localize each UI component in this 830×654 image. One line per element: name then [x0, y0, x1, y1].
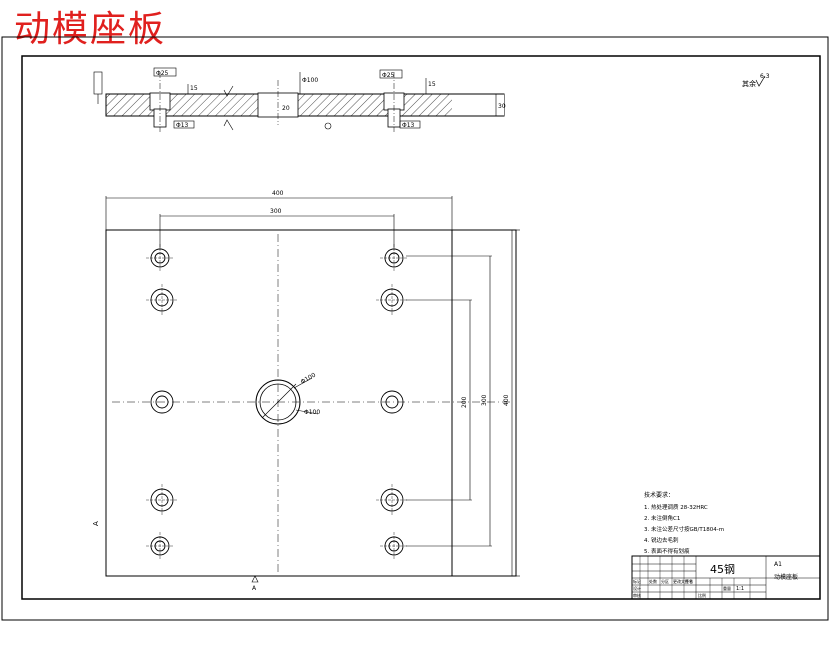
section-cb-dia-label: Φ25 — [156, 70, 169, 77]
plan-view: Φ100 Φ100 400 300 200 — [92, 190, 520, 592]
hole — [376, 284, 408, 316]
section-right-relief — [452, 93, 504, 117]
overall-height-label: 400 — [503, 394, 510, 406]
scale-label: 比例 — [698, 592, 706, 598]
section-thru-label: Φ13 — [176, 122, 189, 129]
note-item: 4. 锐边去毛刺 — [644, 536, 679, 544]
bottom-datum-label: A — [252, 585, 257, 592]
section-center-label: Φ100 — [302, 77, 318, 84]
title-block-row-label: 设计 — [633, 585, 641, 591]
outer-frame — [1, 36, 829, 621]
datum-box — [93, 71, 103, 95]
hole-pattern — [146, 244, 408, 560]
center-hole-dia-label: Φ100 — [300, 371, 318, 385]
datum-triangle-icon — [251, 575, 259, 583]
note-item: 3. 未注公差尺寸按GB/T1804-m — [644, 525, 724, 533]
hole — [146, 532, 174, 560]
section-thickness-label: 30 — [498, 103, 506, 110]
roughness-symbol-icon — [755, 75, 766, 87]
hole-spacing-v-inner-label: 200 — [461, 396, 468, 408]
hole — [376, 484, 408, 516]
weight-label: 重量 — [723, 585, 731, 591]
left-side-label: A — [92, 521, 100, 526]
material-label: 45钢 — [710, 563, 735, 576]
hole — [146, 284, 178, 316]
hole — [146, 484, 178, 516]
section-cb-depth-label-right: 15 — [428, 81, 436, 88]
title-block-row-label: 审核 — [633, 592, 641, 598]
inner-frame — [21, 55, 821, 600]
title-block: 标记 设计 审核 处数 分区 更改文件号 签名 45钢 A1 动模座板 比例 重… — [631, 555, 821, 600]
hole-spacing-v-outer-label: 300 — [481, 394, 488, 406]
hole — [380, 390, 404, 414]
notes-heading: 技术要求： — [644, 491, 674, 499]
note-item: 1. 热处理调质 28-32HRC — [644, 503, 708, 511]
technical-notes: 技术要求： 1. 热处理调质 28-32HRC 2. 未注倒角C1 3. 未注公… — [644, 491, 724, 555]
hole — [380, 532, 408, 560]
title-block-header: 处数 — [649, 578, 657, 584]
section-thru-label-right: Φ13 — [402, 122, 415, 129]
drawing-title: 动模座板 — [14, 9, 167, 50]
roughness-note-value: 6.3 — [760, 73, 770, 80]
plate-outline — [105, 229, 517, 577]
overall-width-label: 400 — [272, 190, 284, 197]
roughness-mark-top — [223, 85, 234, 97]
hole — [150, 390, 174, 414]
hole-spacing-h-label: 300 — [270, 208, 282, 215]
hole — [146, 244, 174, 272]
center-hole-note-label: Φ100 — [304, 409, 320, 416]
center-hole — [255, 379, 301, 425]
roughness-note: 其余 6.3 — [742, 73, 770, 88]
note-item: 5. 表面不得有划痕 — [644, 547, 690, 555]
section-cb-dia-label-right: Φ25 — [382, 72, 395, 79]
section-view: Φ25 Φ13 Φ25 Φ13 Φ100 20 15 15 30 — [93, 67, 506, 132]
part-name-label: 动模座板 — [774, 573, 798, 581]
datum-circle — [324, 122, 332, 130]
note-item: 2. 未注倒角C1 — [644, 514, 680, 522]
title-block-header: 签名 — [685, 578, 693, 584]
hole — [380, 244, 408, 272]
scale-value: 1:1 — [736, 586, 744, 592]
title-block-header: 分区 — [661, 578, 669, 584]
section-depth-label: 20 — [282, 105, 290, 112]
title-block-row-label: 标记 — [633, 578, 641, 584]
section-cb-depth-label: 15 — [190, 85, 198, 92]
roughness-mark-bottom — [223, 119, 234, 131]
roughness-note-label: 其余 — [742, 79, 756, 88]
sheet-size-label: A1 — [774, 561, 782, 568]
title-block-header: 更改文件号 — [673, 578, 693, 584]
